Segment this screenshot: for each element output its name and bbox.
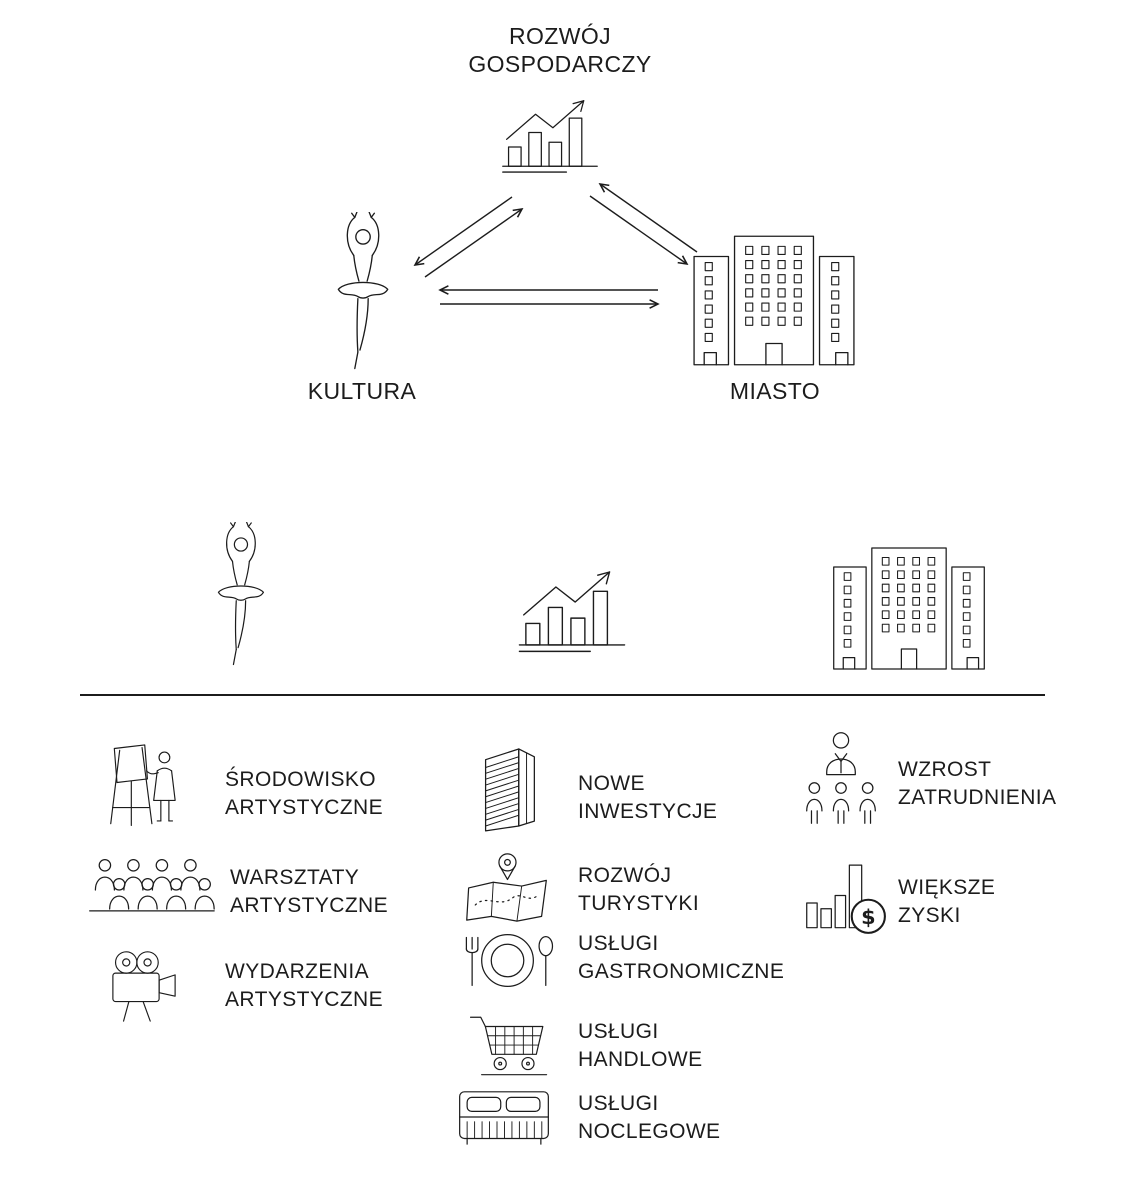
map-pin-icon [466,853,547,922]
economy-node-label: ROZWÓJ GOSPODARCZY [410,22,710,78]
workforce-icon [806,732,876,824]
legend-item-label: USŁUGI HANDLOWE [578,1020,703,1071]
arrow-economy-to-culture [413,196,513,267]
ballerina-icon [337,212,389,370]
economy-node-label-line1: ROZWÓJ [508,23,612,49]
legend-item-label: USŁUGI GASTRONOMICZNE [578,932,785,983]
film-camera-icon [112,951,176,1022]
legend-item-label: WZROST ZATRUDNIENIA [898,758,1057,809]
economic-growth-chart-icon [518,571,626,653]
bed-icon [459,1091,549,1145]
plate-cutlery-icon [465,934,554,987]
legend-item-label: ŚRODOWISKO ARTYSTYCZNE [225,768,384,819]
arrow-economy-to-city [589,195,689,266]
profit-coin-icon: $ [806,864,886,934]
legend-item-label: USŁUGI NOCLEGOWE [578,1092,721,1143]
city-buildings-icon [693,235,855,366]
culture-node-label: KULTURA [307,378,417,404]
legend-item-label: WYDARZENIA ARTYSTYCZNE [225,960,384,1011]
dollar-glyph: $ [861,905,876,929]
section-divider [80,694,1045,696]
economic-growth-chart-icon [502,100,598,173]
workshop-audience-icon [89,858,215,912]
economy-node-label-line2: GOSPODARCZY [468,51,652,77]
legend-item-label: ROZWÓJ TURYSTYKI [578,864,700,915]
office-tower-icon [484,748,535,832]
arrow-culture-to-economy [424,207,524,278]
ballerina-icon [217,522,265,666]
city-buildings-icon [833,547,985,670]
legend-item-label: WIĘKSZE ZYSKI [898,876,996,927]
shopping-cart-icon [469,1016,548,1076]
city-node-label: MIASTO [729,378,821,404]
legend-item-label: WARSZTATY ARTYSTYCZNE [230,866,389,917]
legend-item-label: NOWE INWESTYCJE [578,772,718,823]
arrow-city-to-economy [598,182,698,253]
easel-painter-icon [110,744,176,827]
